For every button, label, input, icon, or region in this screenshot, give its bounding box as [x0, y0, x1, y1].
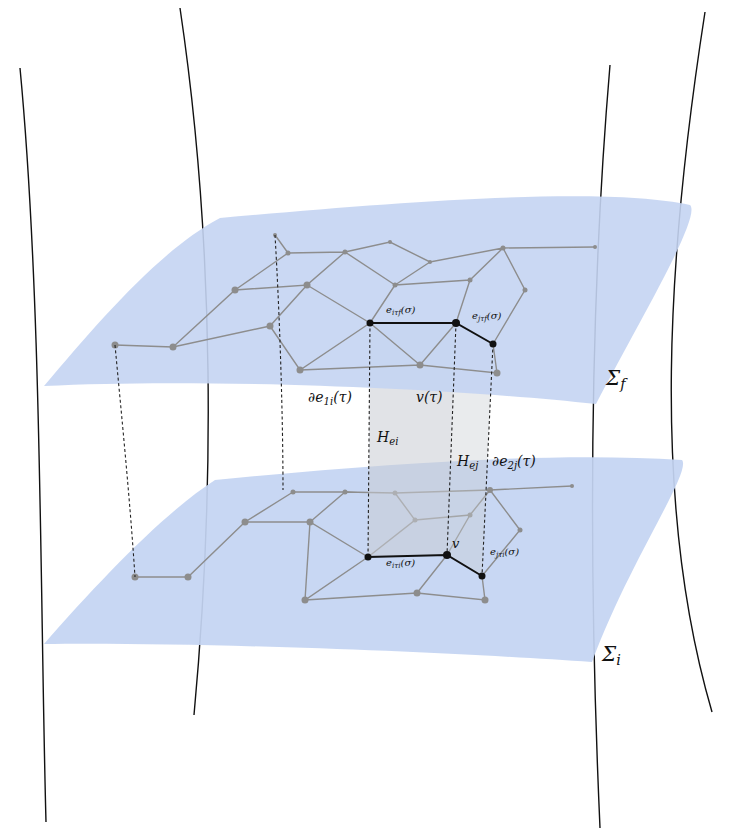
world-lines — [20, 8, 712, 828]
surface-label: Σf — [606, 368, 625, 388]
dashed-evolution-lines — [115, 235, 493, 577]
surface-label: Σi — [602, 644, 621, 664]
edge-label: ejτf(σ) — [472, 311, 501, 321]
vertex-path-label: v(τ) — [416, 390, 443, 404]
lower-sheet — [44, 457, 683, 662]
upper-graph — [115, 235, 595, 373]
lower-graph-vertices — [132, 484, 575, 604]
face-label: Hej — [457, 454, 478, 468]
lower-graph — [135, 486, 572, 600]
vertex-label: v — [452, 537, 459, 550]
edge-label: ejτi(σ) — [490, 547, 519, 557]
boundary-label: ∂e1i(τ) — [308, 390, 352, 404]
face-label: Hei — [377, 430, 398, 444]
edge-label: eiτi(σ) — [386, 558, 415, 568]
upper-graph-vertices — [112, 233, 598, 377]
highlighted-vertices — [365, 319, 497, 580]
upper-sheet — [44, 196, 692, 404]
edge-label: eiτf(σ) — [386, 305, 416, 315]
boundary-label: ∂e2j(τ) — [492, 454, 536, 468]
highlighted-edges — [368, 323, 493, 576]
